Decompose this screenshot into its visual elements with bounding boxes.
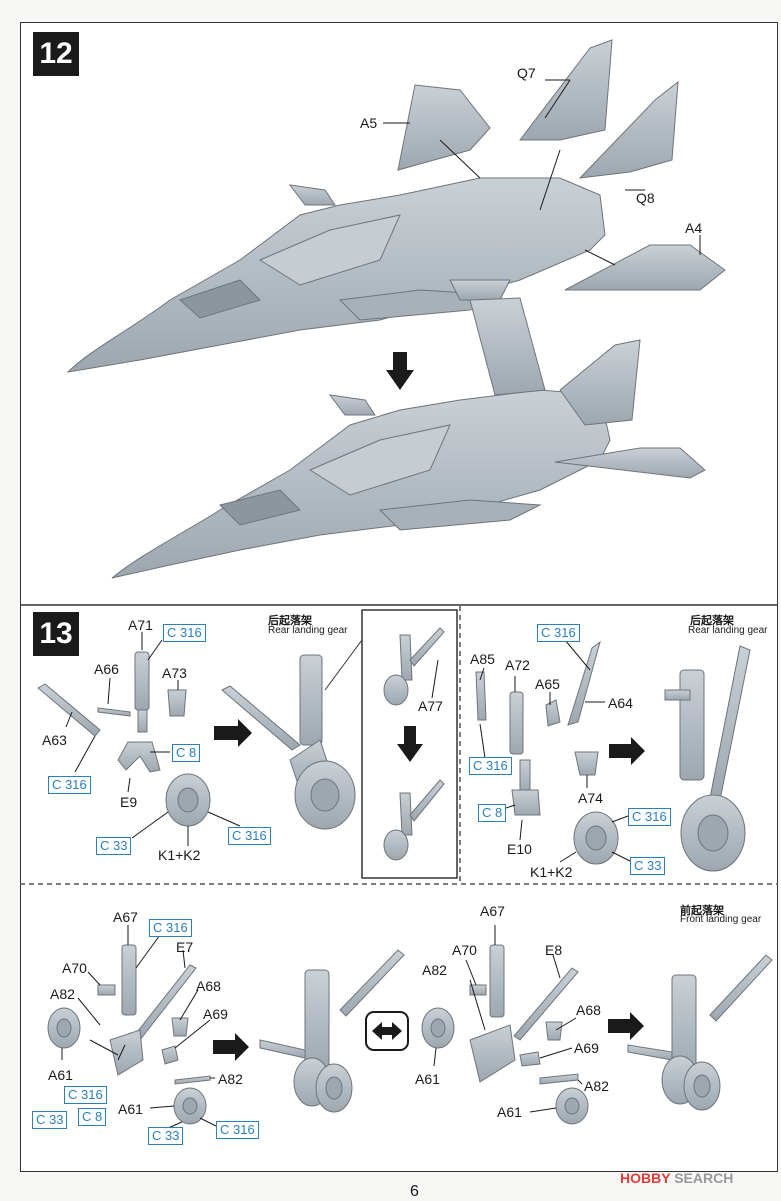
- label-a82-front-bottom: A82: [218, 1071, 243, 1087]
- callout-c33-right: C 33: [630, 857, 666, 875]
- step-number-12: 12: [33, 32, 79, 76]
- title-rear-left-en: Rear landing gear: [268, 625, 348, 636]
- part-a71-oleo: [134, 651, 150, 711]
- label-a67: A67: [113, 909, 138, 925]
- callout-c8-front: C 8: [78, 1108, 107, 1126]
- callout-c33: C 33: [96, 837, 132, 855]
- label-k1k2-right: K1+K2: [530, 864, 573, 880]
- label-a64: A64: [608, 695, 633, 711]
- part-a74-bracket: [574, 751, 599, 776]
- title-rear-left-zh: 后起落架: [268, 615, 312, 627]
- part-e8-strut: [513, 967, 579, 1041]
- callout-c8-right: C 8: [478, 804, 507, 822]
- label-a61-right-bottom: A61: [497, 1104, 522, 1120]
- part-a85-link: [475, 671, 487, 721]
- label-a82-right-top: A82: [422, 962, 447, 978]
- label-a67-right: A67: [480, 903, 505, 919]
- callout-c8: C 8: [172, 744, 201, 762]
- label-a77: A77: [418, 698, 443, 714]
- aircraft-lower: [111, 297, 706, 579]
- part-q7-fin: [518, 39, 613, 141]
- label-a74: A74: [578, 790, 603, 806]
- callout-c316-right: C 316: [228, 827, 271, 845]
- callout-c33-front-left: C 33: [32, 1111, 68, 1129]
- label-a66: A66: [94, 661, 119, 677]
- part-a67-oleo-right: [489, 944, 505, 1018]
- part-a72-oleo: [509, 691, 524, 755]
- label-a82-right-bottom: A82: [584, 1078, 609, 1094]
- label-a61-front-bottom: A61: [118, 1101, 143, 1117]
- label-a72: A72: [505, 657, 530, 673]
- part-a63-strut: [37, 683, 101, 737]
- callout-c33-front-bottom: C 33: [148, 1127, 184, 1145]
- label-a5: A5: [360, 115, 378, 131]
- assembled-front-gear-right: [627, 954, 773, 1111]
- title-front-zh: 前起落架: [680, 905, 724, 917]
- title-rear-right-en: Rear landing gear: [688, 625, 768, 636]
- right-arrow-rear-right: [609, 737, 645, 765]
- right-arrow-rear-left: [214, 719, 252, 747]
- label-e7: E7: [176, 939, 194, 955]
- label-a61-front-left: A61: [48, 1067, 73, 1083]
- label-a65: A65: [535, 676, 560, 692]
- callout-c316-front-top: C 316: [149, 919, 192, 937]
- part-a66-link: [97, 707, 131, 717]
- label-a85: A85: [470, 651, 495, 667]
- callout-c316-left: C 316: [48, 776, 91, 794]
- label-a4: A4: [685, 220, 703, 236]
- title-rear-right-zh: 后起落架: [690, 615, 734, 627]
- callout-c316-front-bottom: C 316: [216, 1121, 259, 1139]
- aircraft-upper: [66, 177, 606, 373]
- label-e8: E8: [545, 942, 563, 958]
- part-a73-bracket: [167, 689, 187, 717]
- callout-c316-front-mid: C 316: [64, 1086, 107, 1104]
- title-front-en: Front landing gear: [680, 914, 762, 925]
- label-a70-right: A70: [452, 942, 477, 958]
- label-a71: A71: [128, 617, 153, 633]
- watermark-search: SEARCH: [674, 1170, 734, 1186]
- down-arrow-inset: [397, 726, 423, 762]
- callout-c316-left-right: C 316: [469, 757, 512, 775]
- callout-c316-right-right: C 316: [628, 808, 671, 826]
- label-a69: A69: [203, 1006, 228, 1022]
- label-a70: A70: [62, 960, 87, 976]
- part-a5-stabilizer: [397, 84, 491, 171]
- label-a63: A63: [42, 732, 67, 748]
- part-a67-oleo: [121, 944, 137, 1016]
- label-q8: Q8: [636, 190, 655, 206]
- part-a4-stabilizer: [564, 244, 726, 291]
- label-e10: E10: [507, 841, 532, 857]
- label-a68: A68: [196, 978, 221, 994]
- assembled-front-gear-left: [259, 949, 405, 1113]
- right-arrow-front-left: [213, 1033, 249, 1061]
- assembled-rear-gear-right: [664, 645, 751, 872]
- right-arrow-front-right: [608, 1012, 644, 1040]
- part-e10-axle: [511, 789, 541, 816]
- assembled-rear-gear-left: [221, 654, 356, 830]
- label-a73: A73: [162, 665, 187, 681]
- down-arrow-step12: [386, 352, 414, 390]
- page-number: 6: [410, 1183, 419, 1200]
- part-e9-axle: [117, 741, 161, 773]
- part-a64-strut: [567, 640, 601, 726]
- watermark: HOBBY SEARCH: [620, 1170, 733, 1186]
- part-q8-fin: [578, 80, 679, 179]
- label-e9: E9: [120, 794, 138, 810]
- step-number-13: 13: [33, 612, 79, 656]
- label-a82-front-top: A82: [50, 986, 75, 1002]
- label-a69-right: A69: [574, 1040, 599, 1056]
- watermark-brand: HOBBY: [620, 1170, 671, 1186]
- label-q7: Q7: [517, 65, 536, 81]
- label-a61-right-left: A61: [415, 1071, 440, 1087]
- label-k1k2: K1+K2: [158, 847, 201, 863]
- callout-c316-top: C 316: [163, 624, 206, 642]
- part-a65-link: [545, 699, 561, 727]
- callout-c316-top-right: C 316: [537, 624, 580, 642]
- label-a68-right: A68: [576, 1002, 601, 1018]
